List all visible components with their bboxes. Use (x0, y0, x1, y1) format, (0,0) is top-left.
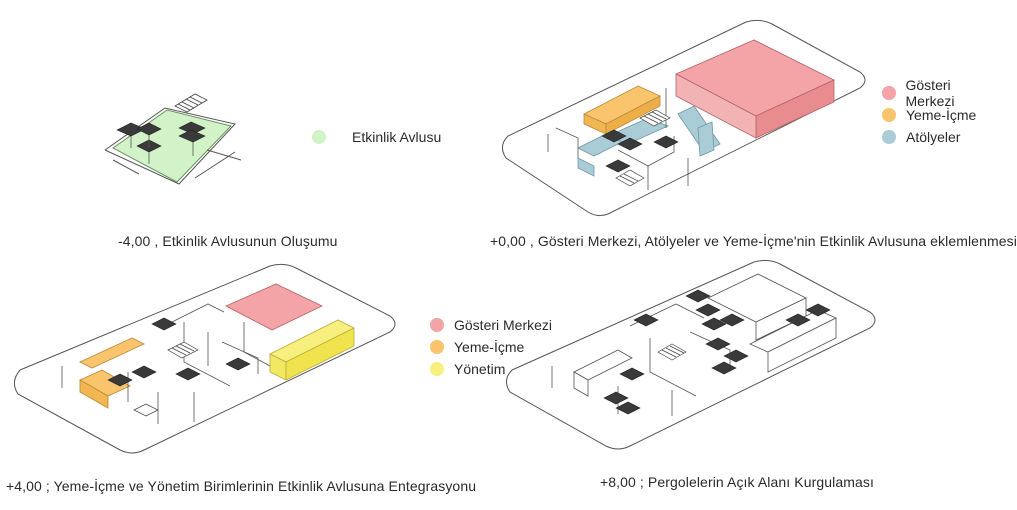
axonometric-plan-level-plus8 (506, 259, 876, 450)
legend-label: Yeme-İçme (906, 107, 977, 123)
pergola-group (107, 317, 251, 387)
legend-panel3: Gösteri Merkezi Yeme-İçme Yönetim (430, 314, 552, 380)
legend-label: Gösteri Merkezi (905, 77, 955, 109)
stair-icon (615, 109, 671, 187)
atolyeler-swatch (882, 130, 896, 144)
stair-icon (174, 93, 208, 113)
legend-label: Yeme-İçme (454, 339, 525, 355)
legend-label: Gösteri Merkezi (454, 317, 553, 333)
yeme-icme-block (583, 85, 661, 135)
legend-item-yeme-icme: Yeme-İçme (430, 336, 552, 358)
legend-panel1: Etkinlik Avlusu (312, 126, 441, 148)
yeme-icme-swatch (430, 340, 444, 354)
legend-item-gosteri-merkezi: Gösteri Merkezi (882, 77, 1000, 109)
yeme-icme-block (79, 337, 145, 409)
legend-item-atolyeler: Atölyeler (882, 126, 1000, 148)
legend-item-gosteri-merkezi: Gösteri Merkezi (430, 314, 552, 336)
stair-icon (657, 343, 687, 361)
caption-panel2: +0,00 , Gösteri Merkezi, Atölyeler ve Ye… (490, 233, 1017, 249)
gosteri-merkezi-block (675, 39, 835, 139)
pergola-group (601, 129, 679, 173)
yonetim-block (269, 319, 355, 381)
legend-panel2: Gösteri Merkezi Yeme-İçme Atölyeler (882, 77, 1000, 148)
yeme-icme-swatch (882, 108, 896, 122)
axonometric-plan-level-minus4 (104, 93, 242, 185)
caption-panel3: +4,00 ; Yeme-İçme ve Yönetim Birimlerini… (6, 478, 477, 494)
caption-panel1: -4,00 , Etkinlik Avlusunun Oluşumu (118, 233, 338, 249)
pergola-group (603, 289, 831, 415)
etkinlik-avlusu-swatch (312, 130, 326, 144)
yonetim-swatch (430, 362, 444, 376)
legend-label: Yönetim (454, 361, 506, 377)
legend-label: Etkinlik Avlusu (352, 129, 442, 145)
legend-item-yeme-icme: Yeme-İçme (882, 104, 1000, 126)
gosteri-merkezi-swatch (430, 318, 444, 332)
axonometric-plan-level-plus4 (14, 263, 396, 454)
legend-item-yonetim: Yönetim (430, 358, 552, 380)
legend-label: Atölyeler (906, 129, 961, 145)
building-volume (573, 273, 837, 397)
gosteri-merkezi-swatch (882, 86, 896, 100)
gosteri-merkezi-block (225, 283, 323, 331)
stair-icon (133, 341, 199, 417)
caption-panel4: +8,00 ; Pergolelerin Açık Alanı Kurgulam… (600, 474, 874, 490)
legend-item-etkinlik-avlusu: Etkinlik Avlusu (312, 126, 441, 148)
axonometric-plan-level-0 (502, 19, 866, 217)
